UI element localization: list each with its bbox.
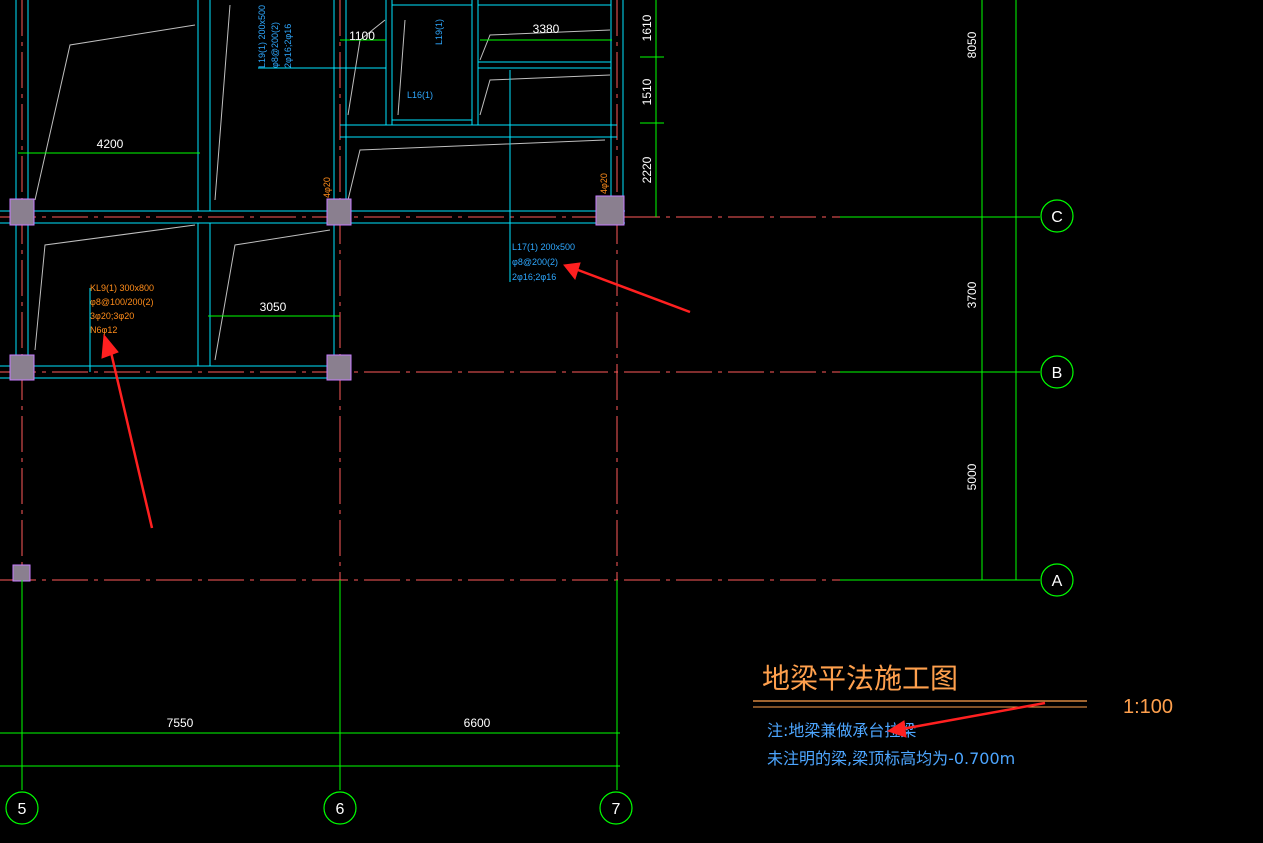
slab-hatch [34, 4, 611, 361]
axis-bubbles [5, 199, 1074, 825]
dim-3380: 3380 [533, 22, 560, 36]
annotation-l19: L19(1) 200x500 φ8@200(2) 2φ16;2φ16 [257, 5, 293, 68]
red-arrow-icon [886, 701, 1046, 738]
beam-lines [0, 0, 625, 380]
dim-3700: 3700 [965, 281, 979, 308]
svg-text:L17(1) 200x500: L17(1) 200x500 [512, 242, 575, 252]
axis-bubble-icon [1040, 355, 1074, 389]
note-line-1: 注:地梁兼做承台拉梁 [767, 721, 916, 740]
drawing-title: 地梁平法施工图 [762, 662, 958, 695]
svg-text:KL9(1) 300x800: KL9(1) 300x800 [90, 283, 154, 293]
axis-bubble-icon [323, 791, 357, 825]
axis-label-6: 6 [336, 801, 345, 818]
axis-bubble-icon [1040, 199, 1074, 233]
axis-label-b: B [1052, 365, 1063, 382]
svg-text:N6φ12: N6φ12 [90, 325, 117, 335]
svg-text:3φ20;3φ20: 3φ20;3φ20 [90, 311, 134, 321]
dim-8050: 8050 [965, 31, 979, 58]
note-line-2: 未注明的梁,梁顶标高均为-0.700m [767, 749, 1015, 768]
columns [9, 195, 625, 582]
annotation-4phi20-right: 4φ20 [599, 173, 609, 194]
dim-1610: 1610 [640, 14, 654, 41]
dim-3050: 3050 [260, 300, 287, 314]
annotation-l16: L16(1) [407, 90, 433, 100]
svg-text:2φ16;2φ16: 2φ16;2φ16 [283, 24, 293, 68]
svg-text:2φ16;2φ16: 2φ16;2φ16 [512, 272, 556, 282]
dim-2220: 2220 [640, 156, 654, 183]
axis-bubble-icon [5, 791, 39, 825]
annotation-l19-short: L19(1) [434, 19, 444, 45]
axis-bubble-icon [1040, 563, 1074, 597]
svg-text:φ8@200(2): φ8@200(2) [270, 22, 280, 68]
dim-4200: 4200 [97, 137, 124, 151]
dim-5000: 5000 [965, 463, 979, 490]
axis-label-a: A [1052, 573, 1063, 590]
dim-1100: 1100 [349, 29, 375, 43]
red-arrow-icon [563, 262, 691, 314]
dim-6600: 6600 [464, 716, 491, 730]
red-arrow-icon [101, 333, 154, 529]
scale-label: 1:100 [1123, 696, 1173, 718]
svg-text:φ8@200(2): φ8@200(2) [512, 257, 558, 267]
svg-text:L19(1) 200x500: L19(1) 200x500 [257, 5, 267, 68]
dim-1510: 1510 [640, 78, 654, 105]
axis-label-c: C [1051, 209, 1063, 226]
svg-text:φ8@100/200(2): φ8@100/200(2) [90, 297, 154, 307]
annotation-l17: L17(1) 200x500 φ8@200(2) 2φ16;2φ16 [512, 242, 575, 282]
axis-label-7: 7 [612, 801, 621, 818]
dim-7550: 7550 [167, 716, 194, 730]
annotation-kl9: KL9(1) 300x800 φ8@100/200(2) 3φ20;3φ20 N… [90, 283, 154, 335]
annotation-4phi20-left: 4φ20 [322, 177, 332, 198]
axis-bubble-icon [599, 791, 633, 825]
axis-label-5: 5 [18, 801, 27, 818]
dimension-lines [0, 0, 1040, 790]
